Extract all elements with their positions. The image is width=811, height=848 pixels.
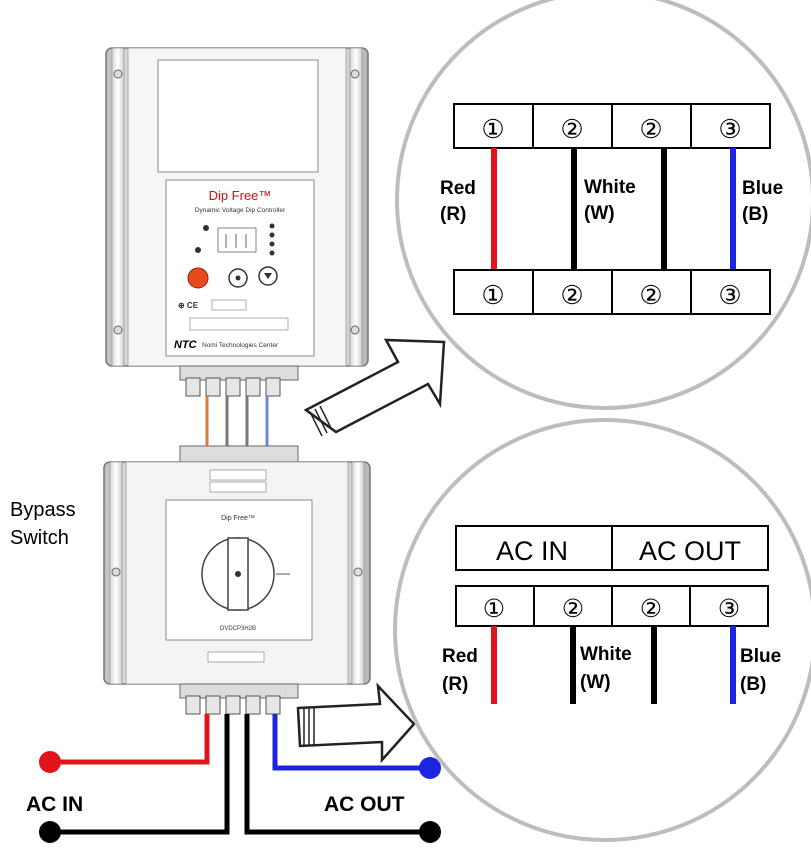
indicator-led [203,225,209,231]
ac-in-neutral-terminal [39,821,61,843]
bypass-white-label: White [580,644,632,665]
blue-wire-label: Blue [742,178,783,199]
terminal-2b-lower: ② [639,280,662,310]
callout-arrow-top [303,338,446,437]
terminal-2a-upper: ② [560,114,583,144]
white-wire-label: White [584,177,636,198]
bypass-blue-code: (B) [740,674,766,695]
cable-glands-top [185,377,281,397]
callout-arrow-bottom [296,682,416,764]
bypass-red-label: Red [442,646,478,667]
red-wire-label: Red [440,178,476,199]
bypass-blue-label: Blue [740,646,781,667]
bottom-detail-callout: AC IN AC OUT ① ② ② ③ Red (R) White (W) B… [393,418,811,842]
device-subtitle: Dynamic Voltage Dip Controller [195,207,286,214]
device-title: Dip Free™ [209,188,272,203]
external-wiring [39,714,441,843]
terminal-2a-lower: ② [560,280,583,310]
terminal-3-upper: ③ [718,114,741,144]
blue-wire-code: (B) [742,204,768,225]
ac-out-header: AC OUT [639,536,741,566]
bypass-label-line2: Switch [10,527,69,549]
ac-out-label: AC OUT [324,793,405,816]
terminal-3-lower: ③ [718,280,741,310]
top-detail-callout: ① ② ② ③ ① ② ② ③ Red (R) White (W) Blue (… [395,0,811,410]
svg-text:DVDCP3H2B: DVDCP3H2B [220,626,256,632]
ac-in-label: AC IN [26,793,83,816]
bypass-label-line1: Bypass [10,499,76,521]
white-wire-code: (W) [584,203,615,224]
bypass-terminal-3: ③ [718,595,740,623]
ac-out-neutral-terminal [419,821,441,843]
red-wire-code: (R) [440,204,466,225]
bypass-switch-unit: Dip Free™ DVDCP3H2B [103,445,371,715]
front-panel [165,179,315,357]
controller-unit: Dip Free™ Dynamic Voltage Dip Controller… [105,47,369,397]
reset-button[interactable] [187,267,209,289]
terminal-2b-upper: ② [639,114,662,144]
inter-unit-cables [205,396,269,452]
ac-in-live-terminal [39,751,61,773]
company-name: Nomi Technologies Center [202,342,279,349]
bypass-terminal-2a: ② [562,595,584,623]
certification-icon: ⊕ CE [178,301,199,310]
bypass-terminal-1: ① [483,595,505,623]
terminal-1-lower: ① [481,280,504,310]
ac-out-live-terminal [419,757,441,779]
bypass-terminal-2b: ② [640,595,662,623]
ac-in-header: AC IN [496,536,568,566]
bypass-white-code: (W) [580,672,611,693]
terminal-1-upper: ① [481,114,504,144]
bypass-red-code: (R) [442,674,468,695]
bypass-brand: Dip Free™ [221,515,255,522]
led-display [217,227,257,253]
ntc-logo: NTC [174,339,198,351]
cable-glands-bottom [185,695,281,715]
